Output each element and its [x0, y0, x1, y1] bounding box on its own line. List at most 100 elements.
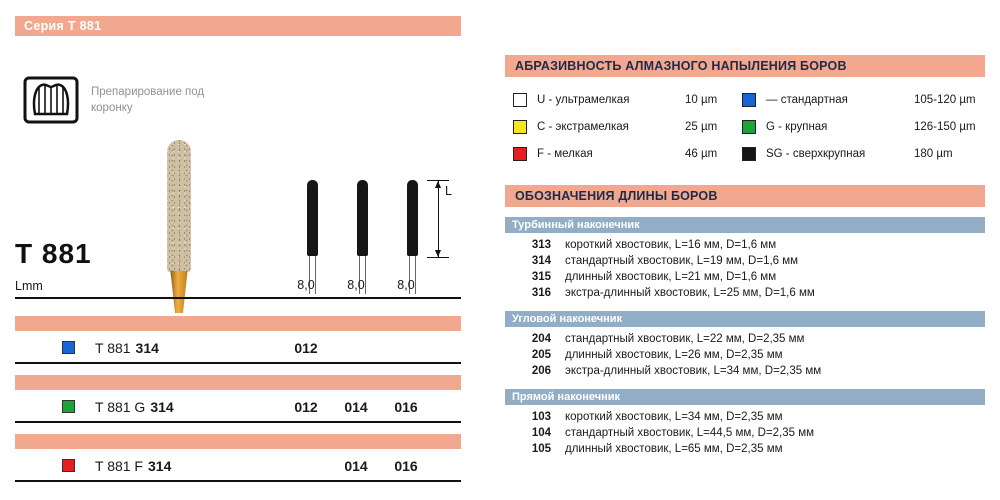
- bur-shank-outline: [408, 256, 416, 294]
- grit-size: 105-120 µm: [914, 94, 976, 106]
- shank-code: 314: [531, 255, 551, 267]
- legend-column-left: U - ультрамелкая 10 µm C - экстрамелкая …: [513, 93, 728, 161]
- grit-swatch: [62, 459, 75, 472]
- shank-code: 315: [531, 271, 551, 283]
- series-title: Серия Т 881: [24, 19, 102, 33]
- divider-band: [15, 434, 461, 449]
- tip-width-value: 8,0: [397, 278, 415, 292]
- grit-size: 25 µm: [685, 121, 718, 133]
- bur-tip-silhouette: [356, 180, 368, 256]
- shank-code: 104: [531, 427, 551, 439]
- shank-desc: длинный хвостовик, L=65 мм, D=2,35 мм: [565, 443, 783, 455]
- length-row: 313 короткий хвостовик, L=16 мм, D=1,6 м…: [505, 237, 985, 253]
- legend-column-right: — стандартная 105-120 µm G - крупная 126…: [742, 93, 985, 161]
- arrow-up-icon: [435, 181, 441, 188]
- grit-label: F - мелкая: [537, 148, 593, 160]
- length-row: 204 стандартный хвостовик, L=22 мм, D=2,…: [505, 331, 985, 347]
- length-row: 104 стандартный хвостовик, L=44,5 мм, D=…: [505, 425, 985, 441]
- grit-size: 10 µm: [685, 94, 718, 106]
- grit-swatch: [742, 120, 756, 134]
- size-value: 016: [394, 458, 418, 474]
- section-header-turbine: Турбинный наконечник: [505, 217, 985, 233]
- legend-item: U - ультрамелкая 10 µm: [513, 93, 728, 107]
- bur-shank-outline: [308, 256, 316, 294]
- bur-diagram-3: [406, 180, 418, 294]
- size-value: 014: [344, 458, 368, 474]
- shank-desc: короткий хвостовик, L=16 мм, D=1,6 мм: [565, 239, 777, 251]
- bur-tip-silhouette: [406, 180, 418, 256]
- reference-panel: АБРАЗИВНОСТЬ АЛМАЗНОГО НАПЫЛЕНИЯ БОРОВ U…: [505, 55, 985, 457]
- grit-size: 46 µm: [685, 148, 718, 160]
- variant-prefix: T 881 G: [95, 399, 146, 415]
- legend-item: G - крупная 126-150 µm: [742, 120, 985, 134]
- section-rows: 204 стандартный хвостовик, L=22 мм, D=2,…: [505, 327, 985, 379]
- series-title-bar: Серия Т 881: [15, 16, 461, 36]
- divider-line: [15, 297, 461, 299]
- shank-code: 316: [531, 287, 551, 299]
- section-rows: 313 короткий хвостовик, L=16 мм, D=1,6 м…: [505, 233, 985, 301]
- section-header-angle: Угловой наконечник: [505, 311, 985, 327]
- grit-label: SG - сверхкрупная: [766, 148, 866, 160]
- grit-swatch: [742, 147, 756, 161]
- size-value: 016: [394, 399, 418, 415]
- application-label: Препарирование под коронку: [91, 86, 205, 115]
- bur-diagram-1: [306, 180, 318, 294]
- length-row: 316 экстра-длинный хвостовик, L=25 мм, D…: [505, 285, 985, 301]
- bur-diagram-2: [356, 180, 368, 294]
- bur-tip-silhouette: [306, 180, 318, 256]
- application-block: Препарирование под коронку: [23, 76, 221, 124]
- tip-width-row: 8,0 8,0 8,0: [15, 278, 461, 294]
- length-row: 103 короткий хвостовик, L=34 мм, D=2,35 …: [505, 409, 985, 425]
- dimension-tick: [427, 257, 449, 258]
- divider-band: [15, 316, 461, 331]
- arrow-down-icon: [435, 250, 441, 257]
- tooth-crown-icon: [23, 76, 79, 124]
- length-row: 205 длинный хвостовик, L=26 мм, D=2,35 м…: [505, 347, 985, 363]
- section-header-straight: Прямой наконечник: [505, 389, 985, 405]
- length-unit-label: Lmm: [15, 279, 43, 293]
- shank-desc: стандартный хвостовик, L=22 мм, D=2,35 м…: [565, 333, 805, 345]
- grit-size: 126-150 µm: [914, 121, 976, 133]
- length-row: 105 длинный хвостовик, L=65 мм, D=2,35 м…: [505, 441, 985, 457]
- model-name: T 881: [15, 238, 92, 269]
- variant-code: 314: [150, 399, 174, 415]
- shank-code: 205: [531, 349, 551, 361]
- shank-desc: длинный хвостовик, L=26 мм, D=2,35 мм: [565, 349, 783, 361]
- section-rows: 103 короткий хвостовик, L=34 мм, D=2,35 …: [505, 405, 985, 457]
- grit-label: C - экстрамелкая: [537, 121, 629, 133]
- lengths-header: ОБОЗНАЧЕНИЯ ДЛИНЫ БОРОВ: [505, 185, 985, 207]
- shank-desc: длинный хвостовик, L=21 мм, D=1,6 мм: [565, 271, 777, 283]
- dimension-label: L: [445, 184, 452, 198]
- legend-item: — стандартная 105-120 µm: [742, 93, 985, 107]
- product-panel: Серия Т 881 Препарирование под коронку T…: [15, 16, 461, 494]
- shank-code: 206: [531, 365, 551, 377]
- length-row: 314 стандартный хвостовик, L=19 мм, D=1,…: [505, 253, 985, 269]
- tip-width-value: 8,0: [347, 278, 365, 292]
- dimension-tick: [427, 180, 449, 181]
- shank-code: 313: [531, 239, 551, 251]
- variant-code: 314: [148, 458, 172, 474]
- legend-item: C - экстрамелкая 25 µm: [513, 120, 728, 134]
- length-dimension-arrow: L: [427, 180, 457, 258]
- tip-width-value: 8,0: [297, 278, 315, 292]
- bur-photo: [166, 140, 192, 313]
- grit-swatch: [62, 400, 75, 413]
- grit-label: — стандартная: [766, 94, 848, 106]
- legend-item: F - мелкая 46 µm: [513, 147, 728, 161]
- divider-band: [15, 375, 461, 390]
- abrasiveness-header: АБРАЗИВНОСТЬ АЛМАЗНОГО НАПЫЛЕНИЯ БОРОВ: [505, 55, 985, 77]
- grit-swatch: [62, 341, 75, 354]
- shank-desc: экстра-длинный хвостовик, L=25 мм, D=1,6…: [565, 287, 815, 299]
- grit-swatch: [513, 147, 527, 161]
- bur-shank: [170, 271, 188, 313]
- dimension-line: [438, 181, 439, 257]
